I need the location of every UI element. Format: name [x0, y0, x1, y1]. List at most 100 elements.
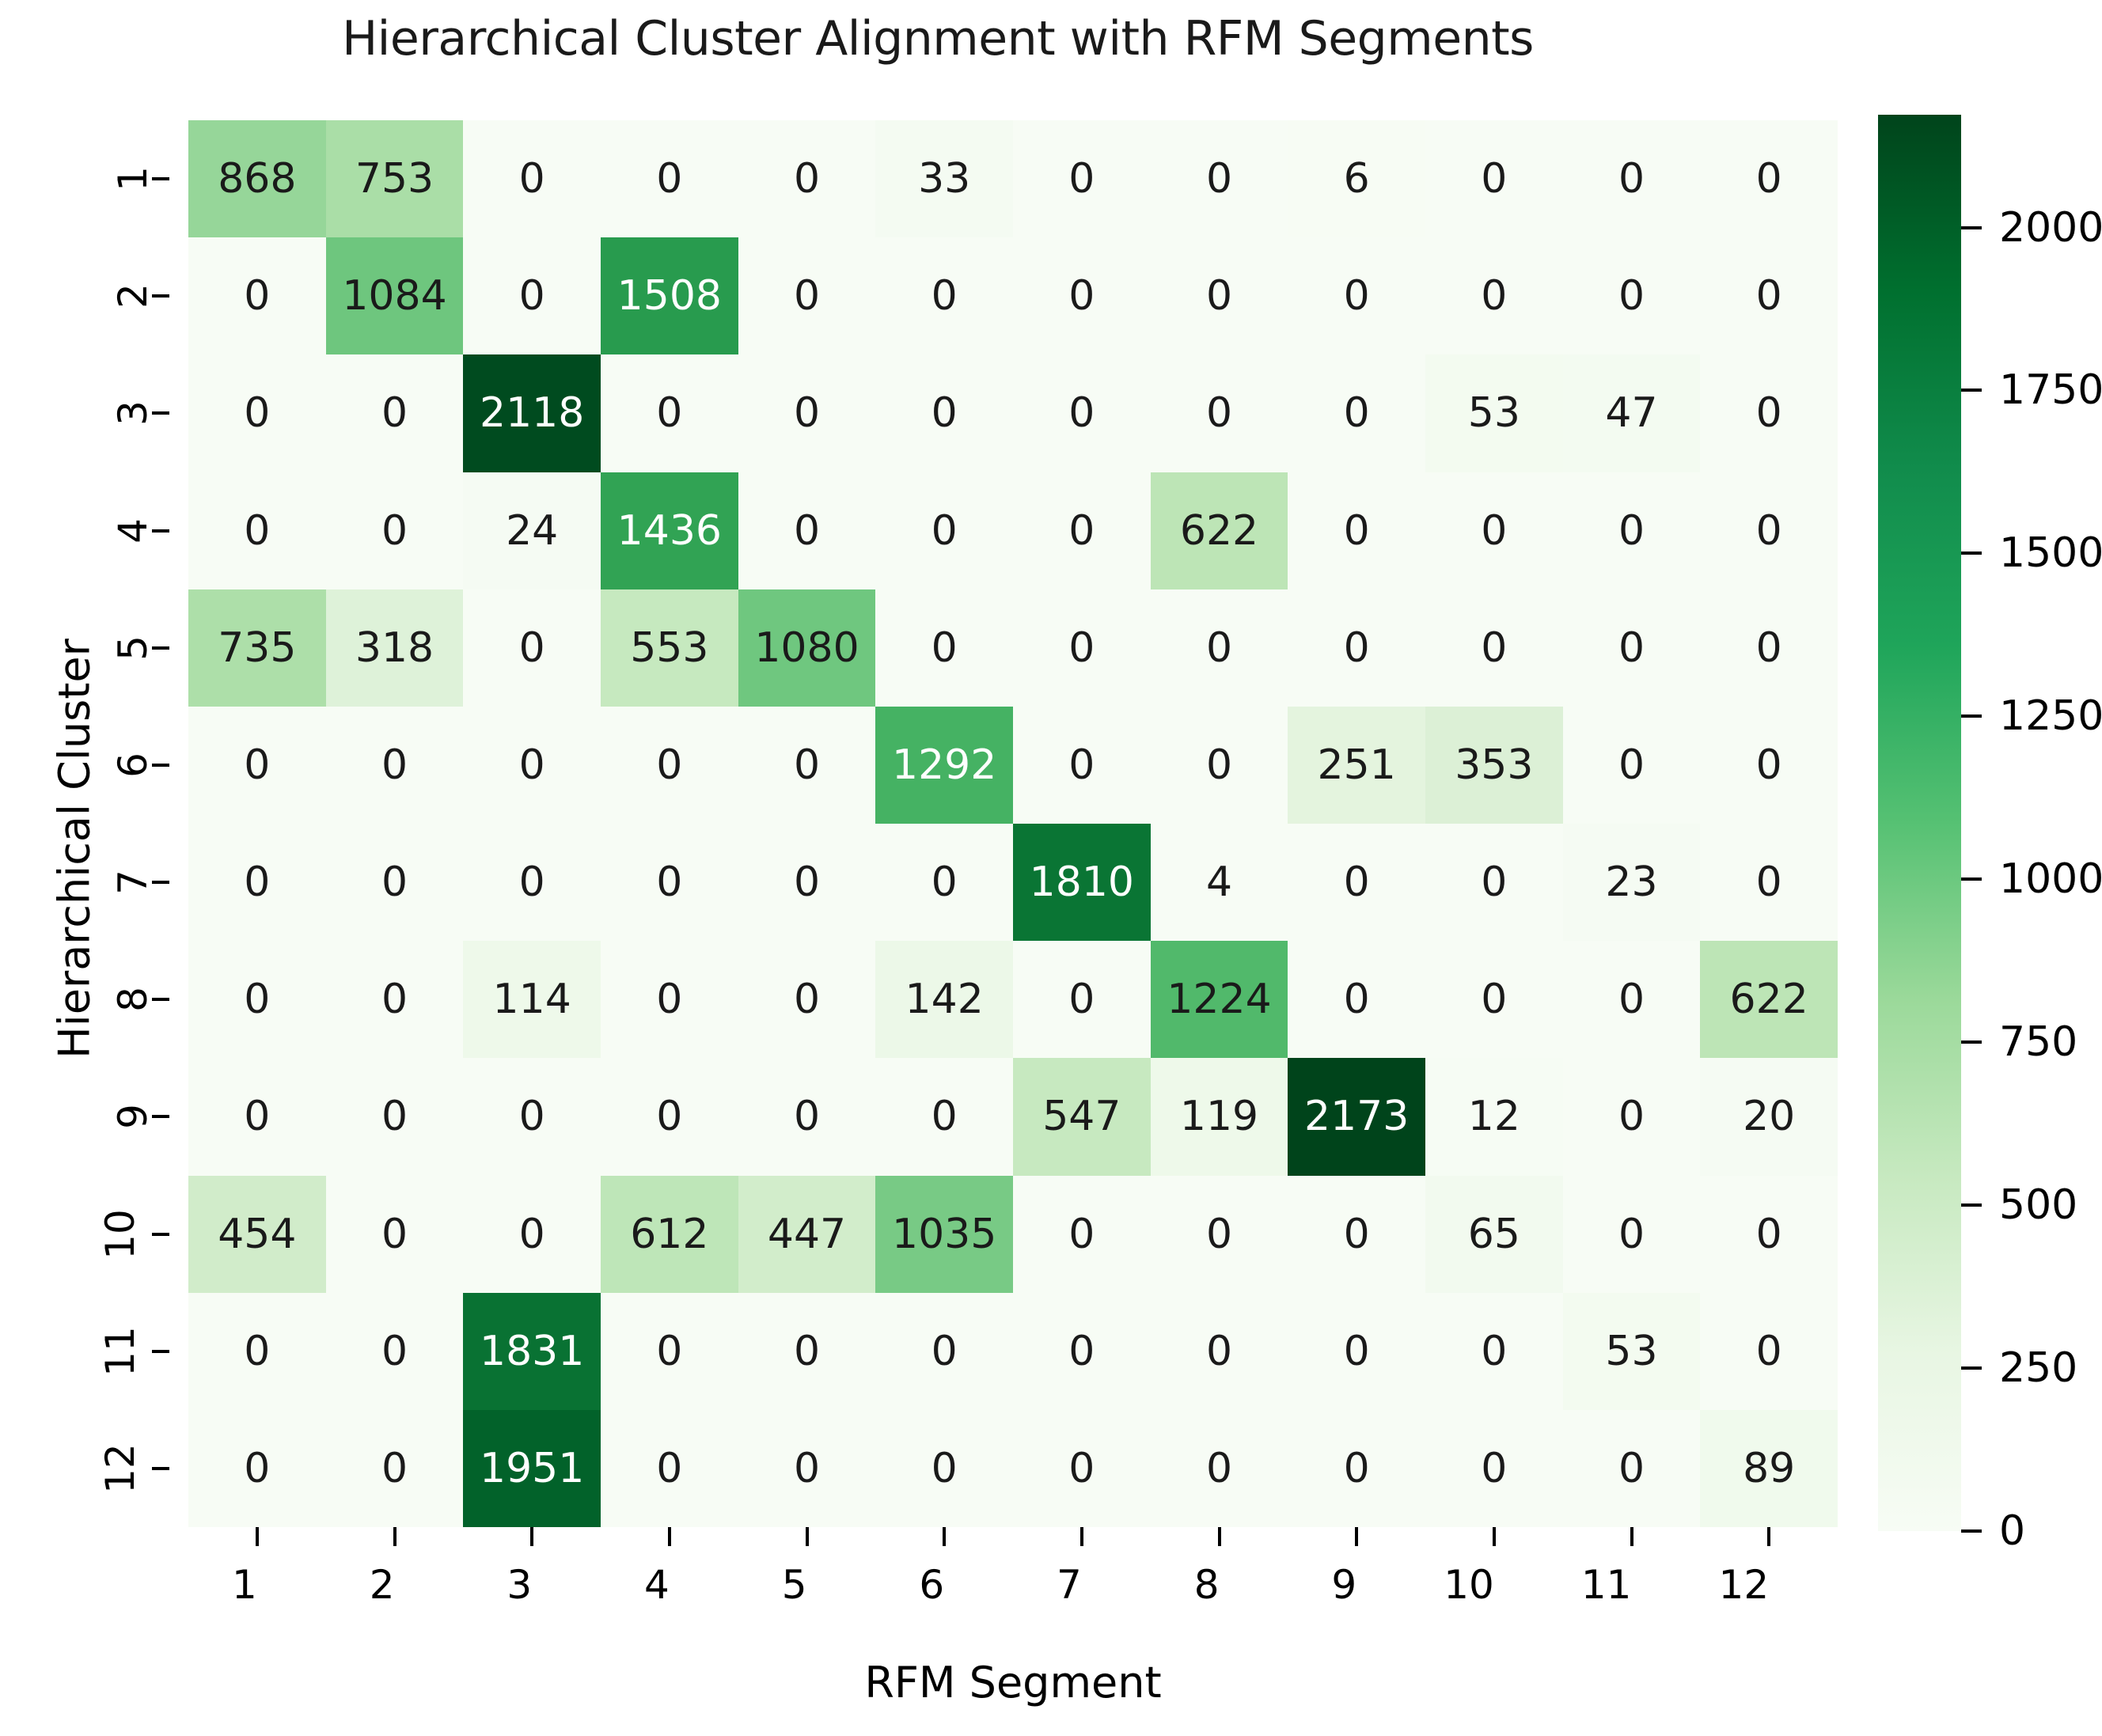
heatmap-cell-value: 0 [931, 506, 958, 555]
heatmap-cell-value: 114 [492, 976, 571, 1024]
heatmap-cell: 0 [601, 354, 738, 472]
x-tick-mark [393, 1527, 396, 1546]
heatmap-cell-value: 23 [1605, 859, 1658, 907]
heatmap-cell: 0 [738, 472, 876, 589]
y-tick-10: 10 [95, 1176, 146, 1293]
heatmap-cell: 1084 [325, 237, 464, 355]
heatmap-cell-value: 0 [518, 1210, 545, 1258]
heatmap-cell: 0 [875, 824, 1013, 942]
heatmap-cell: 0 [1150, 1292, 1288, 1410]
heatmap-cell: 0 [1288, 941, 1425, 1059]
heatmap-cell: 0 [1562, 941, 1701, 1059]
heatmap-cell-value: 1080 [754, 624, 859, 672]
heatmap-cell-value: 0 [381, 976, 408, 1024]
heatmap-cell-value: 1810 [1029, 859, 1134, 907]
heatmap-cell-value: 0 [1205, 1444, 1233, 1492]
heatmap-cell-value: 622 [1729, 976, 1808, 1024]
heatmap-cell: 1508 [601, 237, 738, 355]
chart-title: Hierarchical Cluster Alignment with RFM … [342, 11, 1534, 66]
y-tick-label: 7 [110, 870, 157, 895]
y-tick-8: 8 [110, 941, 156, 1058]
y-tick-mark [152, 1466, 169, 1470]
heatmap-cell: 0 [1700, 1175, 1838, 1293]
heatmap-cell: 0 [601, 1409, 738, 1527]
heatmap-cell: 547 [1013, 1058, 1151, 1176]
heatmap-cell-value: 0 [381, 1093, 408, 1141]
colorbar-tick-mark [1961, 552, 1982, 555]
heatmap-cell-value: 0 [793, 155, 821, 203]
y-tick-9: 9 [110, 1058, 156, 1175]
heatmap-cell-value: 0 [793, 272, 821, 320]
heatmap-cell-value: 0 [1755, 272, 1782, 320]
heatmap-cell-value: 0 [518, 624, 545, 672]
heatmap-cell-value: 0 [1481, 1444, 1508, 1492]
y-tick-1: 1 [110, 120, 156, 237]
heatmap-cell: 0 [601, 1292, 738, 1410]
heatmap-cell: 0 [1013, 120, 1151, 238]
heatmap-cell-value: 0 [1343, 1210, 1370, 1258]
x-tick-mark [805, 1527, 809, 1546]
y-tick-mark [152, 294, 169, 298]
heatmap-cell: 0 [325, 1409, 464, 1527]
heatmap-cell: 0 [1562, 589, 1701, 707]
heatmap-cell: 0 [1288, 1175, 1425, 1293]
colorbar-tick-label: 750 [1999, 1018, 2078, 1067]
heatmap-cell-value: 0 [244, 506, 271, 555]
colorbar-tick-label: 1750 [1999, 366, 2102, 415]
heatmap-cell-value: 1292 [891, 741, 997, 789]
heatmap-cell: 2173 [1288, 1058, 1425, 1176]
heatmap-cell: 1292 [875, 706, 1013, 824]
heatmap-cell: 353 [1425, 706, 1563, 824]
heatmap-cell: 53 [1562, 1292, 1701, 1410]
heatmap-cell: 0 [1425, 941, 1563, 1059]
heatmap-cell-value: 318 [355, 624, 434, 672]
heatmap-cell-value: 119 [1179, 1093, 1259, 1141]
heatmap-cell-value: 0 [656, 1327, 683, 1375]
heatmap-cell-value: 0 [793, 1327, 821, 1375]
heatmap-cell-value: 0 [793, 1444, 821, 1492]
heatmap-cell-value: 868 [218, 155, 297, 203]
heatmap-cell-value: 0 [1068, 1444, 1095, 1492]
heatmap-cell: 1951 [463, 1409, 601, 1527]
heatmap-cell-value: 0 [1755, 859, 1782, 907]
heatmap-cell-value: 0 [244, 859, 271, 907]
y-tick-mark [152, 1232, 169, 1236]
heatmap-cell-value: 0 [1343, 859, 1370, 907]
heatmap-cell-value: 0 [1343, 1444, 1370, 1492]
heatmap-cell: 868 [188, 120, 326, 238]
heatmap-cell-value: 0 [1755, 741, 1782, 789]
y-tick-label: 3 [110, 400, 157, 426]
heatmap-cell-value: 142 [905, 976, 984, 1024]
heatmap-cell-value: 0 [1481, 976, 1508, 1024]
heatmap-cell: 0 [188, 1409, 326, 1527]
heatmap-cell: 1436 [601, 472, 738, 589]
heatmap-cell-value: 0 [656, 859, 683, 907]
y-tick-2: 2 [110, 237, 156, 354]
heatmap-cell: 0 [188, 706, 326, 824]
x-tick-label: 11 [1580, 1562, 1632, 1608]
heatmap-cell-value: 251 [1317, 741, 1396, 789]
heatmap-cell-value: 0 [1068, 624, 1095, 672]
heatmap-cell: 2118 [463, 354, 601, 472]
y-tick-mark [152, 646, 169, 650]
heatmap-cell-value: 0 [1068, 155, 1095, 203]
heatmap-cell-value: 0 [381, 741, 408, 789]
heatmap-cell-value: 0 [931, 859, 958, 907]
heatmap-cell-value: 0 [1343, 1327, 1370, 1375]
y-tick-label: 4 [110, 517, 157, 544]
heatmap-cell: 0 [1562, 472, 1701, 589]
y-tick-label: 12 [97, 1443, 144, 1494]
heatmap-cell-value: 0 [1618, 624, 1645, 672]
heatmap-cell: 0 [1150, 120, 1288, 238]
y-tick-4: 4 [110, 472, 156, 589]
heatmap-cell-value: 1508 [617, 272, 722, 320]
heatmap-cell: 33 [875, 120, 1013, 238]
heatmap-cell-value: 0 [793, 389, 821, 438]
heatmap-cell-value: 0 [518, 272, 545, 320]
y-tick-label: 1 [110, 166, 157, 191]
heatmap-cell-value: 0 [1481, 155, 1508, 203]
y-tick-mark [152, 998, 169, 1002]
heatmap-cell-value: 0 [1755, 1327, 1782, 1375]
